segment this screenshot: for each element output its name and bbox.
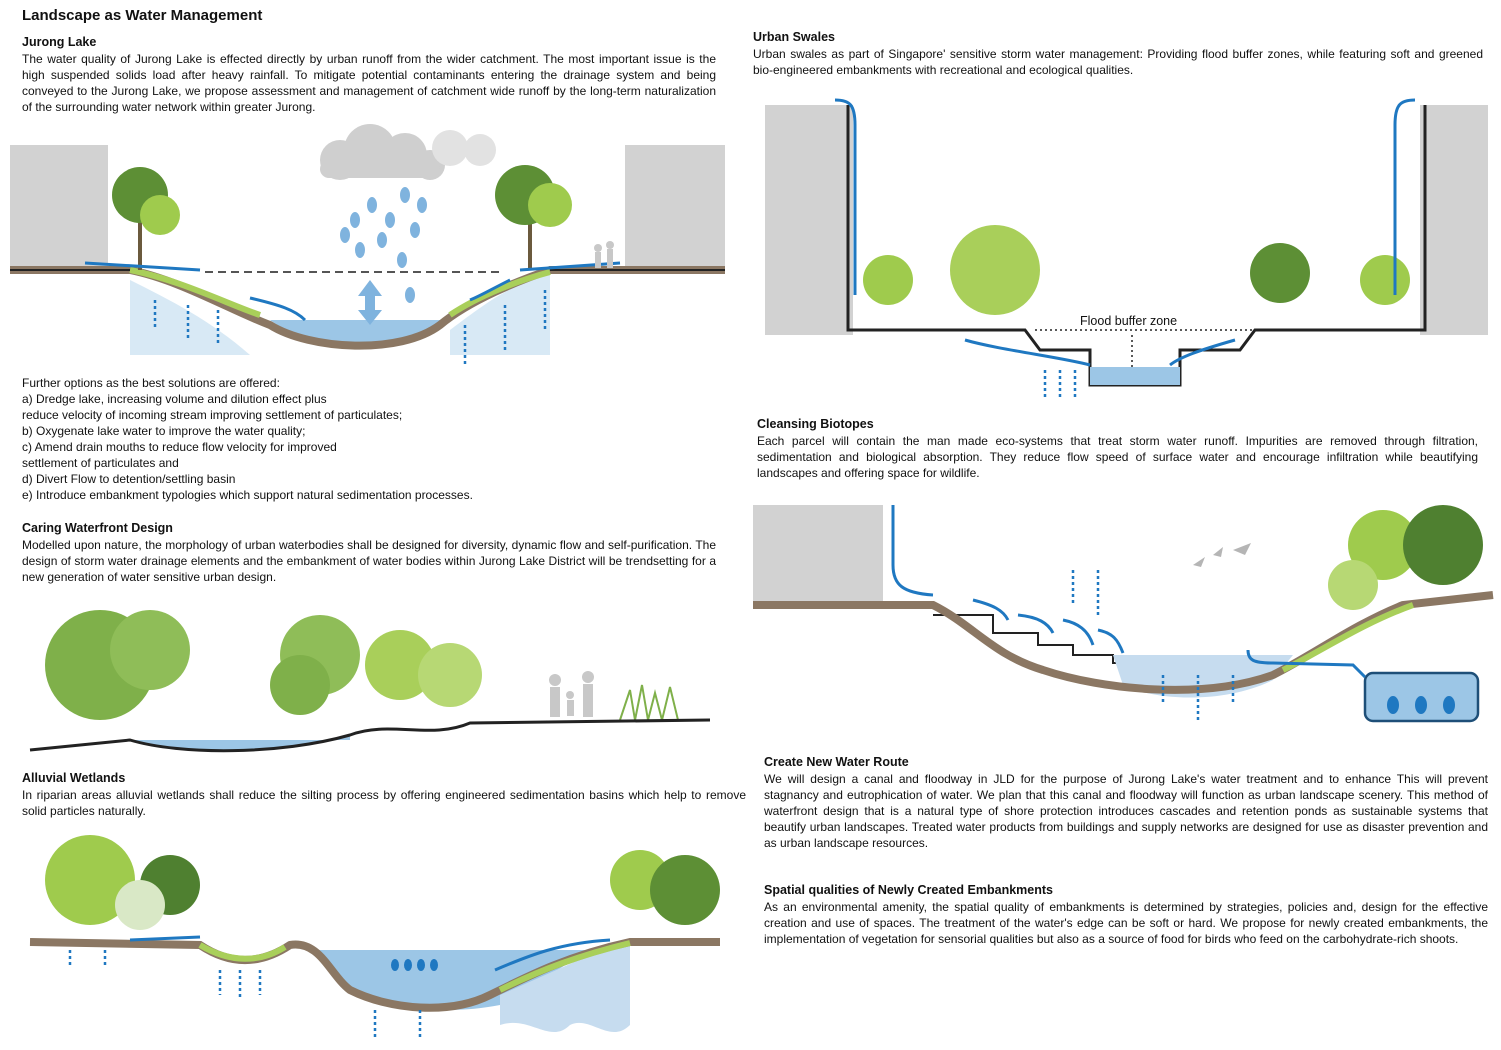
infiltration-arrows (68, 950, 422, 1040)
further-options-intro: Further options as the best solutions ar… (22, 376, 280, 390)
building (753, 505, 883, 605)
building-left (765, 105, 853, 335)
building-right (1420, 105, 1488, 335)
new-water-route-body: We will design a canal and floodway in J… (764, 772, 1488, 850)
level-arrow (358, 280, 382, 325)
option-line: reduce velocity of incoming stream impro… (22, 408, 403, 422)
soil-profile-left (130, 275, 550, 355)
cleansing-biotopes-section: Cleansing Biotopes Each parcel will cont… (757, 417, 1478, 481)
lake-water (315, 950, 590, 1010)
option-line: c) Amend drain mouths to reduce flow vel… (22, 440, 337, 454)
jurong-lake-heading: Jurong Lake (22, 35, 97, 49)
infiltration-arrows (153, 290, 547, 365)
option-line: a) Dredge lake, increasing volume and di… (22, 392, 327, 406)
urban-swales-body: Urban swales as part of Singapore' sensi… (753, 47, 1483, 77)
spatial-qualities-section: Spatial qualities of Newly Created Emban… (764, 883, 1488, 947)
trees-right (610, 850, 720, 925)
option-line: e) Introduce embankment typologies which… (22, 488, 473, 502)
cleansing-biotopes-diagram (753, 505, 1494, 723)
caring-waterfront-heading: Caring Waterfront Design (22, 521, 173, 535)
trees-right (1328, 505, 1483, 610)
caring-waterfront-diagram (29, 610, 711, 753)
page-title: Landscape as Water Management (22, 7, 263, 24)
option-line: b) Oxygenate lake water to improve the w… (22, 424, 306, 438)
grass-bank (129, 267, 261, 318)
alluvial-wetlands-heading: Alluvial Wetlands (22, 771, 126, 785)
trees-left (45, 835, 200, 930)
bank-water-right (500, 945, 630, 1033)
caring-waterfront-section: Caring Waterfront Design Modelled upon n… (22, 521, 716, 585)
option-line: d) Divert Flow to detention/settling bas… (22, 472, 236, 486)
people-silhouettes (594, 241, 614, 268)
jurong-lake-section: Jurong Lake The water quality of Jurong … (22, 35, 716, 115)
caring-waterfront-body: Modelled upon nature, the morphology of … (22, 538, 716, 584)
grass-bank (198, 940, 631, 993)
tree-right (495, 165, 572, 270)
raindrops (1387, 696, 1455, 714)
mangrove-trees (45, 610, 482, 720)
option-line: settlement of particulates and (22, 456, 179, 470)
runoff-arrows (834, 98, 1416, 367)
jurong-lake-body: The water quality of Jurong Lake is effe… (22, 52, 716, 114)
water-body (130, 735, 350, 751)
people-silhouettes (549, 671, 594, 717)
raindrops (340, 187, 427, 303)
ground-profile (29, 718, 711, 753)
infiltration-arrows (1071, 570, 1235, 720)
cleansing-biotopes-heading: Cleansing Biotopes (757, 417, 874, 431)
cascade-terraces (933, 614, 1223, 664)
alluvial-wetlands-diagram (29, 835, 720, 1040)
further-options: Further options as the best solutions ar… (22, 375, 722, 503)
grass-bank (1281, 602, 1415, 673)
urban-swales-diagram: Flood buffer zone (765, 98, 1488, 400)
new-water-route-section: Create New Water Route We will design a … (764, 755, 1488, 851)
raindrops (391, 959, 438, 971)
reeds (619, 684, 679, 721)
new-water-route-heading: Create New Water Route (764, 755, 909, 769)
trees (863, 225, 1410, 315)
alluvial-wetlands-section: Alluvial Wetlands In riparian areas allu… (22, 771, 746, 819)
flood-buffer-zone-label: Flood buffer zone (1080, 314, 1177, 328)
infiltration-arrows (1043, 370, 1077, 400)
runoff-arrows (129, 935, 611, 972)
urban-swales-section: Urban Swales Urban swales as part of Sin… (753, 30, 1483, 78)
tree-left (112, 167, 180, 270)
birds (1193, 543, 1251, 567)
swale-water (1090, 367, 1180, 385)
jurong-lake-diagram (10, 124, 725, 365)
rain-cloud (320, 124, 496, 180)
spatial-qualities-heading: Spatial qualities of Newly Created Emban… (764, 883, 1053, 897)
runoff-arrows (84, 261, 621, 322)
alluvial-wetlands-body: In riparian areas alluvial wetlands shal… (22, 788, 746, 818)
cleansing-biotopes-body: Each parcel will contain the man made ec… (757, 434, 1478, 480)
spatial-qualities-body: As an environmental amenity, the spatial… (764, 900, 1488, 946)
swale-profile (846, 105, 1427, 387)
runoff-arrows (891, 505, 1367, 679)
urban-swales-heading: Urban Swales (753, 30, 835, 44)
